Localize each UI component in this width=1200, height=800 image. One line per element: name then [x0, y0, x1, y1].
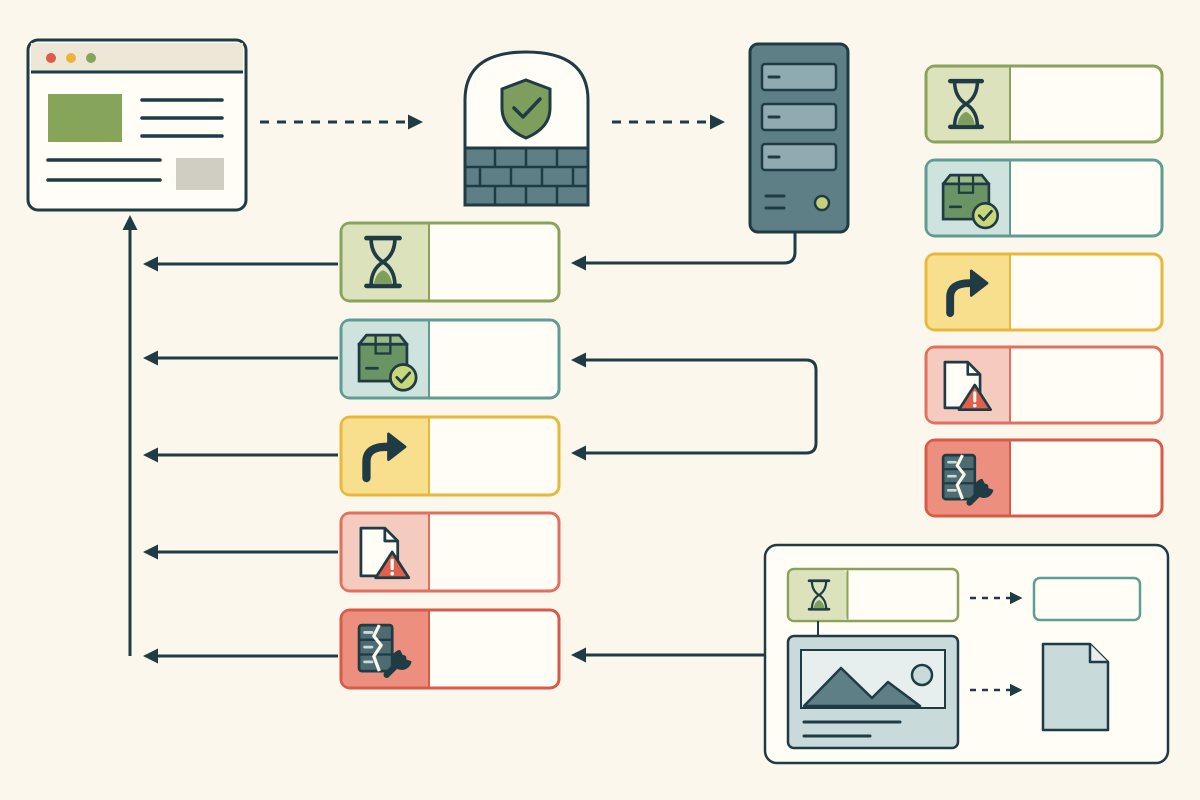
- minimize-dot-icon: [66, 53, 76, 63]
- server-error-status-card: [924, 438, 1164, 518]
- client-browser-window: [26, 38, 248, 212]
- success-status-card: [339, 318, 561, 400]
- hourglass-icon: [807, 579, 831, 611]
- redirect-arrow-icon: [946, 269, 989, 318]
- redirect-status-card: [924, 252, 1164, 332]
- shield-check-icon: [500, 78, 552, 140]
- panel-image-card: [786, 634, 960, 750]
- broken-server-wrench-icon: [357, 623, 412, 678]
- package-check-icon: [941, 173, 999, 230]
- middle-status-cards: [339, 221, 561, 690]
- server-error-status-card: [339, 608, 561, 690]
- arrow-server-to-informational: [571, 232, 797, 271]
- right-legend-cards: [924, 64, 1164, 518]
- close-dot-icon: [46, 53, 56, 63]
- firewall-node: [463, 50, 590, 207]
- panel-empty-placeholder: [1032, 576, 1142, 622]
- maximize-dot-icon: [86, 53, 96, 63]
- broken-server-wrench-icon: [941, 453, 994, 506]
- client-error-status-card: [339, 511, 561, 593]
- response-body-panel: [763, 543, 1170, 765]
- client-error-status-card: [924, 345, 1164, 425]
- power-led-icon: [813, 194, 831, 212]
- browser-image-block: [48, 94, 122, 142]
- package-check-icon: [357, 333, 418, 392]
- panel-pending-card: [786, 567, 960, 623]
- redirect-status-card: [339, 415, 561, 497]
- sun-icon: [910, 663, 934, 687]
- server-tower-node: [748, 42, 850, 234]
- redirect-arrow-icon: [362, 432, 407, 483]
- file-warning-icon: [359, 526, 411, 580]
- browser-button-block: [176, 158, 224, 190]
- arrow-bracket-to-redirect: [571, 358, 818, 461]
- hourglass-icon: [947, 78, 985, 130]
- file-document-icon: [1041, 642, 1110, 732]
- informational-status-card: [924, 64, 1164, 144]
- file-warning-icon: [943, 360, 992, 411]
- success-status-card: [924, 158, 1164, 238]
- hourglass-icon: [364, 235, 402, 289]
- informational-status-card: [339, 221, 561, 303]
- mountain-image-icon: [802, 666, 922, 708]
